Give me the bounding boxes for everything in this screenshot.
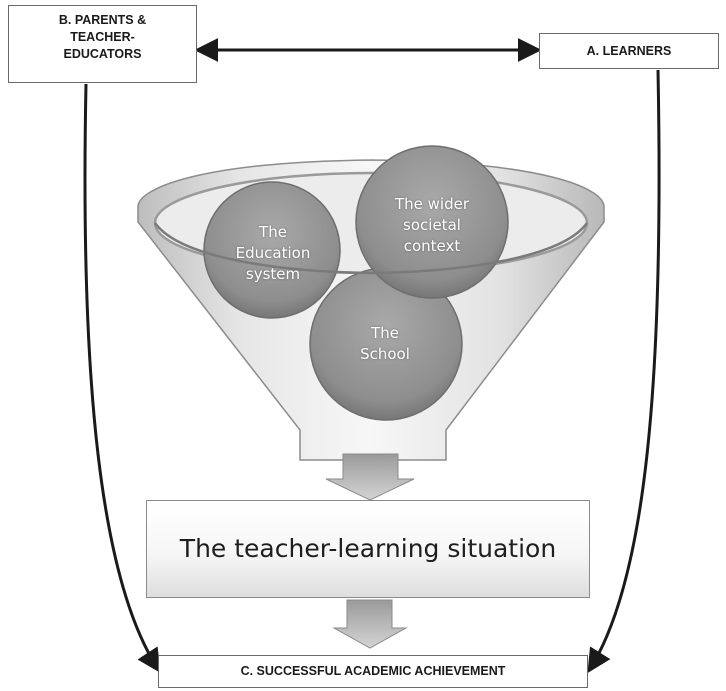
- societal-label-line-1: The wider: [394, 195, 470, 213]
- successful-academic-achievement-box: C. SUCCESSFUL ACADEMIC ACHIEVEMENT: [158, 655, 588, 688]
- education-system-label: The Education system: [210, 222, 336, 285]
- down-arrow-funnel-to-situation: [325, 453, 415, 501]
- wider-societal-context-label: The wider societal context: [362, 194, 502, 257]
- parents-box-line-2: TEACHER-: [70, 30, 135, 44]
- education-label-line-3: system: [245, 265, 301, 283]
- learners-box: A. LEARNERS: [539, 33, 719, 69]
- parents-teacher-educators-box: B. PARENTS & TEACHER- EDUCATORS: [8, 5, 197, 83]
- school-label: The School: [322, 323, 448, 365]
- teacher-learning-situation-box: The teacher-learning situation: [146, 500, 590, 598]
- societal-label-line-2: societal: [403, 216, 461, 234]
- education-label-line-2: Education: [235, 244, 311, 262]
- down-arrow-situation-to-achievement: [332, 599, 408, 649]
- education-label-line-1: The: [259, 223, 287, 241]
- curve-parents-to-achievement: [83, 83, 161, 674]
- parents-box-line-3: EDUCATORS: [63, 47, 142, 61]
- circle-education-system: [203, 181, 341, 319]
- curve-learners-to-achievement: [587, 69, 661, 674]
- circle-wider-societal-context: [355, 145, 509, 299]
- funnel-rim-front: [153, 222, 589, 275]
- parents-box-line-1: B. PARENTS &: [58, 13, 147, 27]
- school-label-line-2: School: [360, 345, 410, 363]
- societal-label-line-3: context: [403, 237, 461, 255]
- school-label-line-1: The: [371, 324, 399, 342]
